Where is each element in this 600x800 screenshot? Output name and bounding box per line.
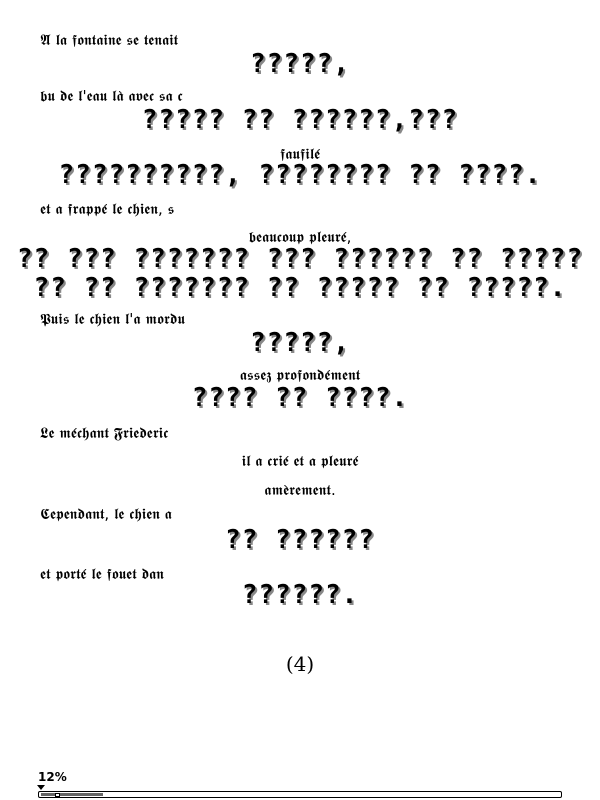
progress-fill [41, 793, 104, 796]
text-line: 𝕮𝖊𝖕𝖊𝖓𝖉𝖆𝖓𝖙, 𝖑𝖊 𝖈𝖍𝖎𝖊𝖓 𝖆 [40, 505, 172, 523]
text-line: 𝖋𝖆𝖚𝖋𝖎𝖑𝖊́ [279, 145, 321, 163]
text-line: 𝖇𝖊𝖆𝖚𝖈𝖔𝖚𝖕 𝖕𝖑𝖊𝖚𝖗𝖊́, [248, 228, 352, 246]
text-line: 𝖆𝖘𝖘𝖊𝖟 𝖕𝖗𝖔𝖋𝖔𝖓𝖉𝖊́𝖒𝖊𝖓𝖙 [239, 366, 361, 384]
text-line: 𝖆𝖒𝖊̀𝖗𝖊𝖒𝖊𝖓𝖙. [264, 481, 336, 499]
text-line: 𝕬̀ 𝖑𝖆 𝖋𝖔𝖓𝖙𝖆𝖎𝖓𝖊 𝖘𝖊 𝖙𝖊𝖓𝖆𝖎𝖙 [40, 31, 179, 49]
overlay-text: ?? ?????? [225, 525, 375, 555]
reading-progress-bar[interactable] [38, 791, 562, 798]
overlay-text: ???? ?? ????. [191, 383, 409, 413]
overlay-text: ??????. [241, 580, 359, 610]
text-line: 𝖊𝖙 𝖕𝖔𝖗𝖙𝖊́ 𝖑𝖊 𝖋𝖔𝖚𝖊𝖙 𝖉𝖆𝖓 [40, 565, 164, 583]
progress-percent: 12% [38, 770, 67, 784]
page-number: (4) [285, 652, 315, 676]
text-line: 𝖎𝖑 𝖆 𝖈𝖗𝖎𝖊́ 𝖊𝖙 𝖆 𝖕𝖑𝖊𝖚𝖗𝖊́ [241, 452, 359, 470]
overlay-text: ????? ?? ??????,??? [141, 105, 459, 135]
position-marker-icon [37, 785, 45, 790]
text-line: 𝖇𝖚 𝖉𝖊 𝖑'𝖊𝖆𝖚 𝖑𝖆̀ 𝖆𝖛𝖊𝖈 𝖘𝖆 𝖈 [40, 87, 183, 105]
text-line: 𝕷𝖊 𝖒𝖊́𝖈𝖍𝖆𝖓𝖙 𝕱𝖗𝖎𝖊𝖉𝖊𝖗𝖎𝖈 [40, 424, 169, 442]
overlay-text: ?????, [250, 328, 350, 358]
text-line: 𝕻𝖚𝖎𝖘 𝖑𝖊 𝖈𝖍𝖎𝖊𝖓 𝖑'𝖆 𝖒𝖔𝖗𝖉𝖚 [40, 310, 185, 328]
overlay-text: ?????, [250, 49, 350, 79]
overlay-text: ?? ?? ??????? ?? ????? ?? ?????. [33, 273, 567, 303]
overlay-text: ??????????, ???????? ?? ????. [58, 160, 542, 190]
text-line: 𝖊𝖙 𝖆 𝖋𝖗𝖆𝖕𝖕𝖊́ 𝖑𝖊 𝖈𝖍𝖎𝖊𝖓, 𝖘 [40, 200, 175, 218]
progress-handle[interactable] [55, 793, 60, 797]
overlay-text: ?? ??? ??????? ??? ?????? ?? ????? [16, 244, 584, 274]
